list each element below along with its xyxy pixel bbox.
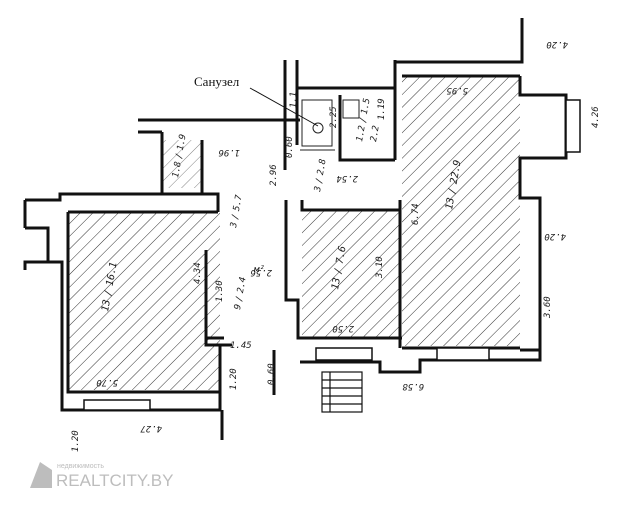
- watermark-sub: недвижимость: [57, 463, 104, 470]
- room-wc2-label: 2.2: [369, 125, 382, 143]
- dim-label: 6.74: [411, 203, 421, 225]
- dim-label: 4.26: [591, 106, 601, 128]
- room-kitchen-top-label: 1.8/1.9: [171, 133, 188, 178]
- room-corridor-label: 9/2.4: [233, 276, 249, 310]
- dim-label: 4.27: [140, 423, 162, 433]
- dim-label: 5.70: [96, 377, 118, 387]
- watermark-brand: REALTCITY.BY: [56, 471, 173, 490]
- watermark: недвижимость REALTCITY.BY: [30, 462, 173, 490]
- dim-label: 2.25: [329, 106, 339, 128]
- dim-label: 3.10: [375, 256, 385, 279]
- walls: [23, 18, 568, 440]
- dim-label: 1.96: [218, 147, 240, 157]
- dim-label: 1.19: [377, 98, 387, 120]
- dim-label: 1.20: [229, 368, 239, 390]
- dim-label: 1.45: [230, 341, 252, 351]
- room-left-floor: [68, 212, 220, 390]
- windows: [83, 99, 581, 411]
- dim-label: 4.20: [546, 39, 568, 49]
- dim-label: 1.30: [215, 280, 225, 302]
- bath-fixtures: [300, 99, 360, 151]
- dim-label: 0.60: [267, 363, 277, 385]
- dim-label: 2.54: [336, 173, 358, 183]
- unit-label: м²: [253, 265, 265, 275]
- room-kitchen-top-floor: [162, 140, 202, 188]
- dim-label: 3.60: [543, 296, 553, 319]
- room-center-floor: [302, 210, 400, 338]
- dim-label: 1.20: [71, 430, 81, 452]
- dim-label: 4.20: [544, 231, 566, 241]
- dim-label: 2.50: [332, 323, 354, 333]
- dim-label: 6.58: [402, 381, 424, 391]
- watermark-logo-icon: [30, 462, 52, 488]
- leader-line: [249, 87, 319, 127]
- room-left-label: 13/16.1: [100, 261, 120, 312]
- room-right-label: 13/22.9: [444, 159, 464, 210]
- dim-label: 2.96: [269, 164, 279, 186]
- room-bath-label: 3/2.8: [313, 158, 329, 193]
- dim-label: 4.34: [193, 262, 203, 284]
- room-center-label: 13/7.6: [330, 245, 348, 290]
- plan-title-label: Санузел: [194, 74, 240, 89]
- dimension-labels: 5.70 4.34 1.30 1.45 1.20 0.60 2.50 3.10 …: [71, 39, 601, 452]
- dim-label: 5.95: [446, 85, 468, 95]
- room-labels: 13/16.1 13/7.6 13/22.9 1.8/1.9 3/5.7 9/2…: [100, 97, 464, 312]
- room-right-floor: [402, 76, 520, 346]
- room-wc-label: 1.2/1.5: [355, 97, 372, 142]
- stairs: [321, 371, 363, 413]
- dim-label: 1.1: [289, 92, 299, 108]
- dim-label: 0.60: [285, 136, 295, 158]
- room-hall-label: 3/5.7: [229, 194, 245, 230]
- dim-label: 2.56: [250, 267, 272, 277]
